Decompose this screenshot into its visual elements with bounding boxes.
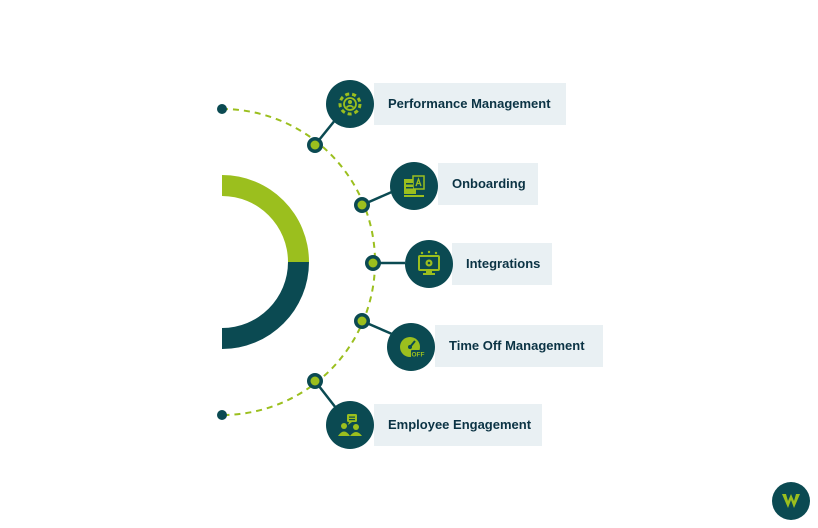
arc-end-dot-top <box>217 104 227 114</box>
performance-gear-icon <box>326 80 374 128</box>
brand-logo-icon <box>772 482 810 520</box>
integrations-monitor-icon <box>405 240 453 288</box>
item-label-integrations: Integrations <box>452 243 552 285</box>
onboarding-documents-icon <box>390 162 438 210</box>
arc-node-1 <box>307 137 323 153</box>
item-label-employee-engagement: Employee Engagement <box>374 404 542 446</box>
semi-ring-top-segment <box>222 175 309 262</box>
time-off-gauge-icon: OFF <box>387 323 435 371</box>
item-label-onboarding: Onboarding <box>438 163 538 205</box>
item-label-performance-management: Performance Management <box>374 83 566 125</box>
svg-text:OFF: OFF <box>412 352 425 359</box>
dashed-arc <box>221 108 376 416</box>
arc-node-2 <box>354 197 370 213</box>
arc-node-3 <box>365 255 381 271</box>
employee-engagement-icon <box>326 401 374 449</box>
item-label-time-off-management: Time Off Management <box>435 325 603 367</box>
arc-node-5 <box>307 373 323 389</box>
semi-ring-bottom-segment <box>222 262 309 349</box>
arc-end-dot-bottom <box>217 410 227 420</box>
arc-node-4 <box>354 313 370 329</box>
